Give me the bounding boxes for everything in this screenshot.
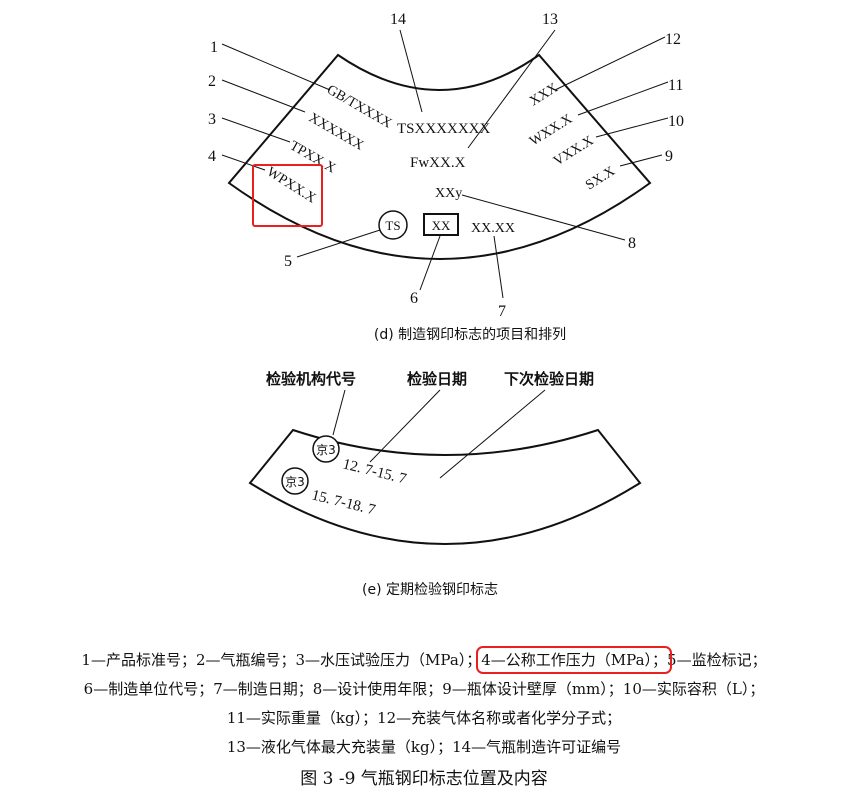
- mark-volume: VXX.X: [551, 133, 596, 169]
- mark-gas: XXX: [527, 81, 561, 110]
- inspection-circle: [378, 210, 408, 240]
- callout-14: 14: [390, 11, 406, 28]
- callout-10: 10: [668, 113, 684, 130]
- highlight-box: [252, 164, 323, 227]
- callout-6: 6: [410, 290, 418, 307]
- label-inspection-date: 检验日期: [407, 370, 467, 388]
- callout-9: 9: [665, 148, 673, 165]
- inspection-row-2: 15. 7-18. 7: [310, 487, 377, 518]
- seal-1: 京3: [316, 443, 336, 457]
- callout-12: 12: [665, 31, 681, 48]
- label-next-inspection-date: 下次检验日期: [504, 370, 594, 388]
- figure-title: 图 3 -9 气瓶钢印标志位置及内容: [300, 769, 548, 789]
- legend-line-1: 1—产品标准号；2—气瓶编号；3—水压试验压力（MPa）；4—公称工作压力（MP…: [0, 646, 848, 674]
- callout-4: 4: [208, 148, 216, 165]
- callout-3: 3: [208, 111, 216, 128]
- seal-circle-2: [281, 467, 309, 495]
- callout-1: 1: [210, 39, 218, 56]
- callout-8: 8: [628, 235, 636, 252]
- leader-lines: [221, 29, 669, 299]
- mark-work-pressure: WPXX.X: [264, 165, 318, 207]
- mark-serial: XXXXXX: [306, 110, 366, 153]
- mark-thickness: SX.X: [583, 164, 618, 193]
- mark-design-life: XXy: [435, 186, 462, 201]
- legend-line-4: 13—液化气体最大充装量（kg）；14—气瓶制造许可证编号: [226, 738, 622, 756]
- seal-circle-1: [312, 435, 340, 463]
- mark-date: XX.XX: [471, 221, 515, 236]
- caption-d: (d) 制造钢印标志的项目和排列: [374, 327, 566, 343]
- maker-code-box: [423, 213, 459, 236]
- callout-2: 2: [208, 73, 216, 90]
- mark-fill-weight: FwXX.X: [410, 155, 466, 171]
- callout-13: 13: [542, 11, 558, 28]
- callout-numbers: 1 2 3 4 5 6 7 8 9 10 11 12 13 14: [208, 11, 684, 320]
- legend-item-5: 5—监检标记；: [667, 651, 767, 669]
- seal-2: 京3: [285, 475, 305, 489]
- callout-11: 11: [668, 77, 683, 94]
- callout-5: 5: [284, 253, 292, 270]
- legend-item-4-highlighted: 4—公称工作压力（MPa）；: [476, 646, 673, 674]
- caption-e: (e) 定期检验钢印标志: [362, 582, 498, 598]
- callout-7: 7: [498, 303, 506, 320]
- inspection-row-1: 12. 7-15. 7: [341, 456, 408, 487]
- legend-items-1-3: 1—产品标准号；2—气瓶编号；3—水压试验压力（MPa）；: [81, 651, 482, 669]
- label-inspection-agency: 检验机构代号: [266, 370, 356, 388]
- legend-line-2: 6—制造单位代号；7—制造日期；8—设计使用年限；9—瓶体设计壁厚（mm）；10…: [83, 680, 765, 698]
- legend-line-3: 11—实际重量（kg）；12—充装气体名称或者化学分子式；: [226, 709, 622, 727]
- mark-weight: WXX.X: [527, 112, 575, 150]
- cylinder-shoulder-outline-d: [227, 53, 652, 260]
- mark-maker-code: XX: [432, 218, 451, 233]
- mark-license: TSXXXXXXX: [397, 121, 491, 137]
- mark-test-pressure: TPXX.X: [287, 138, 338, 176]
- cylinder-shoulder-outline-e: [248, 428, 642, 545]
- mark-inspection: TS: [385, 218, 400, 233]
